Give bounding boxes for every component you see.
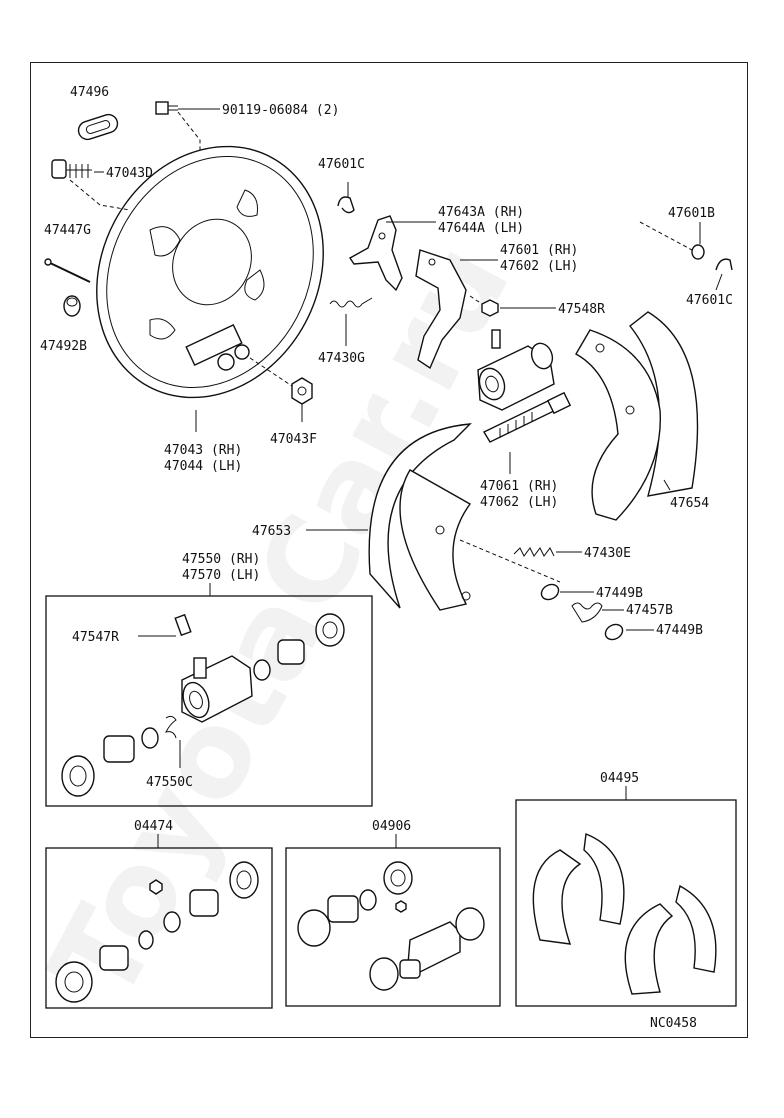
label-47654: 47654 <box>670 496 709 511</box>
cup-47449b-a <box>540 583 560 601</box>
kit-box-04474 <box>45 847 273 1009</box>
label-47601b: 47601B <box>668 206 715 221</box>
label-47550-rh: 47550 (RH) <box>182 552 260 567</box>
spring-47430g <box>329 297 373 308</box>
label-kit-04474: 04474 <box>134 819 173 834</box>
wheel-cylinder-kit-47550 <box>61 613 345 797</box>
cup-47449b-b <box>604 623 624 641</box>
label-47430g: 47430G <box>318 351 365 366</box>
bleeder-47043d <box>51 159 92 179</box>
grommet-47496 <box>77 113 119 141</box>
label-47653: 47653 <box>252 524 291 539</box>
label-47062-lh: 47062 (LH) <box>480 495 558 510</box>
label-47496: 47496 <box>70 85 109 100</box>
kit-box-47550 <box>45 595 373 807</box>
label-47043-rh: 47043 (RH) <box>164 443 242 458</box>
label-47644a-lh: 47644A (LH) <box>438 221 524 236</box>
label-47430e: 47430E <box>584 546 631 561</box>
label-47043d: 47043D <box>106 166 153 181</box>
label-47643a-rh: 47643A (RH) <box>438 205 524 220</box>
kit-box-04495 <box>515 799 737 1007</box>
spring-47457b <box>571 602 603 623</box>
label-47601-rh: 47601 (RH) <box>500 243 578 258</box>
adjuster-47061 <box>483 391 572 443</box>
brake-shoe-47654 <box>575 311 699 521</box>
backing-plate <box>96 145 324 399</box>
label-47601c-b: 47601C <box>686 293 733 308</box>
label-90119-06084: 90119-06084 (2) <box>222 103 339 118</box>
lever-47643a <box>348 215 403 292</box>
cylinder-kit-04474-parts <box>55 861 259 1003</box>
shoe-kit-04495-parts <box>532 833 717 995</box>
diagram-code: NC0458 <box>650 1016 697 1031</box>
adjuster-lever-47601 <box>415 249 467 370</box>
wheel-cylinder <box>477 329 555 411</box>
washer-47601b <box>691 244 705 260</box>
label-47449b-b: 47449B <box>656 623 703 638</box>
brake-shoe-47653 <box>368 423 472 611</box>
label-47548r: 47548R <box>558 302 605 317</box>
cap-47548r <box>481 299 499 317</box>
bleeder-47547r <box>174 613 192 637</box>
label-kit-04906: 04906 <box>372 819 411 834</box>
kit-box-04906 <box>285 847 501 1007</box>
label-47061-rh: 47061 (RH) <box>480 479 558 494</box>
label-kit-04495: 04495 <box>600 771 639 786</box>
label-47447g: 47447G <box>44 223 91 238</box>
pin-47447g <box>44 258 91 283</box>
diagram-frame <box>30 62 748 1038</box>
clip-47601c-right <box>715 258 733 271</box>
label-47043f: 47043F <box>270 432 317 447</box>
label-47550c: 47550C <box>146 775 193 790</box>
label-47044-lh: 47044 (LH) <box>164 459 242 474</box>
bolt-90119 <box>155 101 178 115</box>
cylinder-kit-04906-parts <box>297 861 485 991</box>
label-47449b-a: 47449B <box>596 586 643 601</box>
label-47602-lh: 47602 (LH) <box>500 259 578 274</box>
label-47570-lh: 47570 (LH) <box>182 568 260 583</box>
nut-47043f <box>291 377 313 405</box>
spring-47430e <box>513 547 555 557</box>
label-47457b: 47457B <box>626 603 673 618</box>
cap-47492b <box>63 295 81 317</box>
clip-47601c <box>337 196 355 214</box>
label-47492b: 47492B <box>40 339 87 354</box>
label-47547r: 47547R <box>72 630 119 645</box>
label-47601c-a: 47601C <box>318 157 365 172</box>
